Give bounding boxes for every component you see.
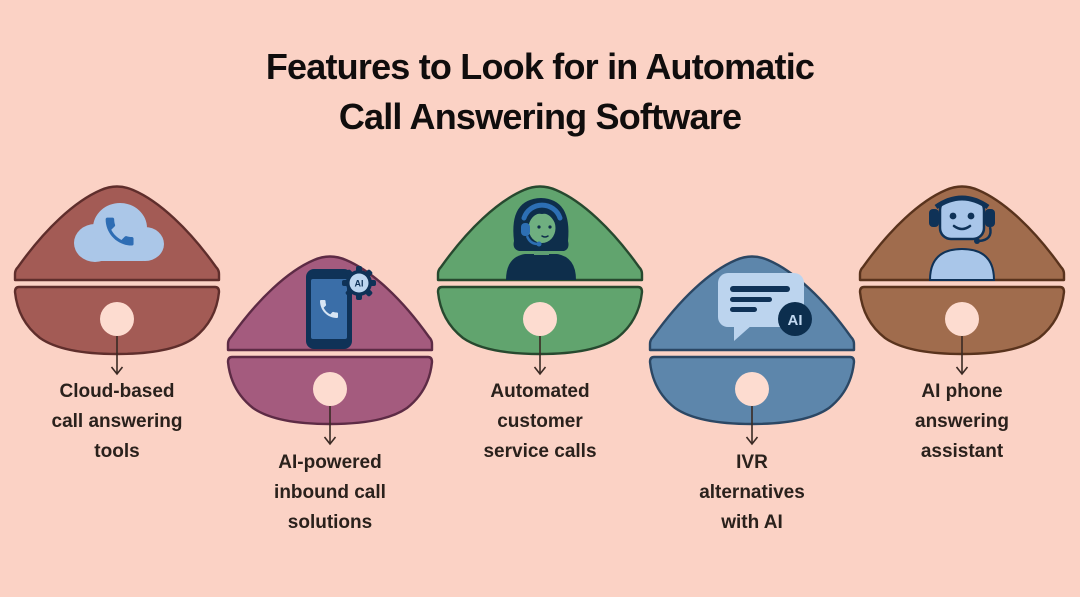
bottom-edge-strip: [0, 597, 1080, 600]
chat-ai-icon: AI: [718, 273, 812, 341]
down-arrow: [110, 336, 124, 376]
down-arrow: [323, 406, 337, 446]
down-arrow: [745, 406, 759, 446]
feature-label-ivr-ai: IVR alternatives with AI: [699, 452, 805, 533]
down-arrow: [955, 336, 969, 376]
ai-badge-text: AI: [788, 312, 803, 329]
support-agent-icon: [506, 198, 576, 280]
down-arrow: [533, 336, 547, 376]
ai-circle-badge: [778, 302, 812, 336]
feature-card-automated-service: [430, 183, 650, 383]
feature-label-ai-assistant: AI phone answering assistant: [915, 381, 1009, 462]
feature-card-ai-assistant: [852, 183, 1072, 383]
feature-card-ivr-ai: AI: [642, 253, 862, 453]
phone-ai-gear-icon: AI: [306, 266, 376, 349]
cloud-phone-icon: [74, 203, 164, 262]
feature-label-ai-inbound: AI-powered inbound call solutions: [274, 452, 386, 533]
robot-headset-icon: [928, 195, 996, 281]
connector-dot: [735, 372, 769, 406]
connector-dot: [945, 302, 979, 336]
feature-label-automated-service: Automated customer service calls: [483, 381, 597, 462]
connector-dot: [313, 372, 347, 406]
feature-label-cloud-based: Cloud-based call answering tools: [51, 381, 183, 462]
page-title: Features to Look for in Automatic Call A…: [265, 46, 815, 137]
connector-dot: [523, 302, 557, 336]
ai-badge-text: AI: [355, 279, 364, 289]
connector-dot: [100, 302, 134, 336]
feature-card-ai-inbound: AI: [220, 253, 440, 453]
feature-card-cloud-based: [7, 183, 227, 383]
ai-gear-badge: AI: [342, 266, 376, 300]
